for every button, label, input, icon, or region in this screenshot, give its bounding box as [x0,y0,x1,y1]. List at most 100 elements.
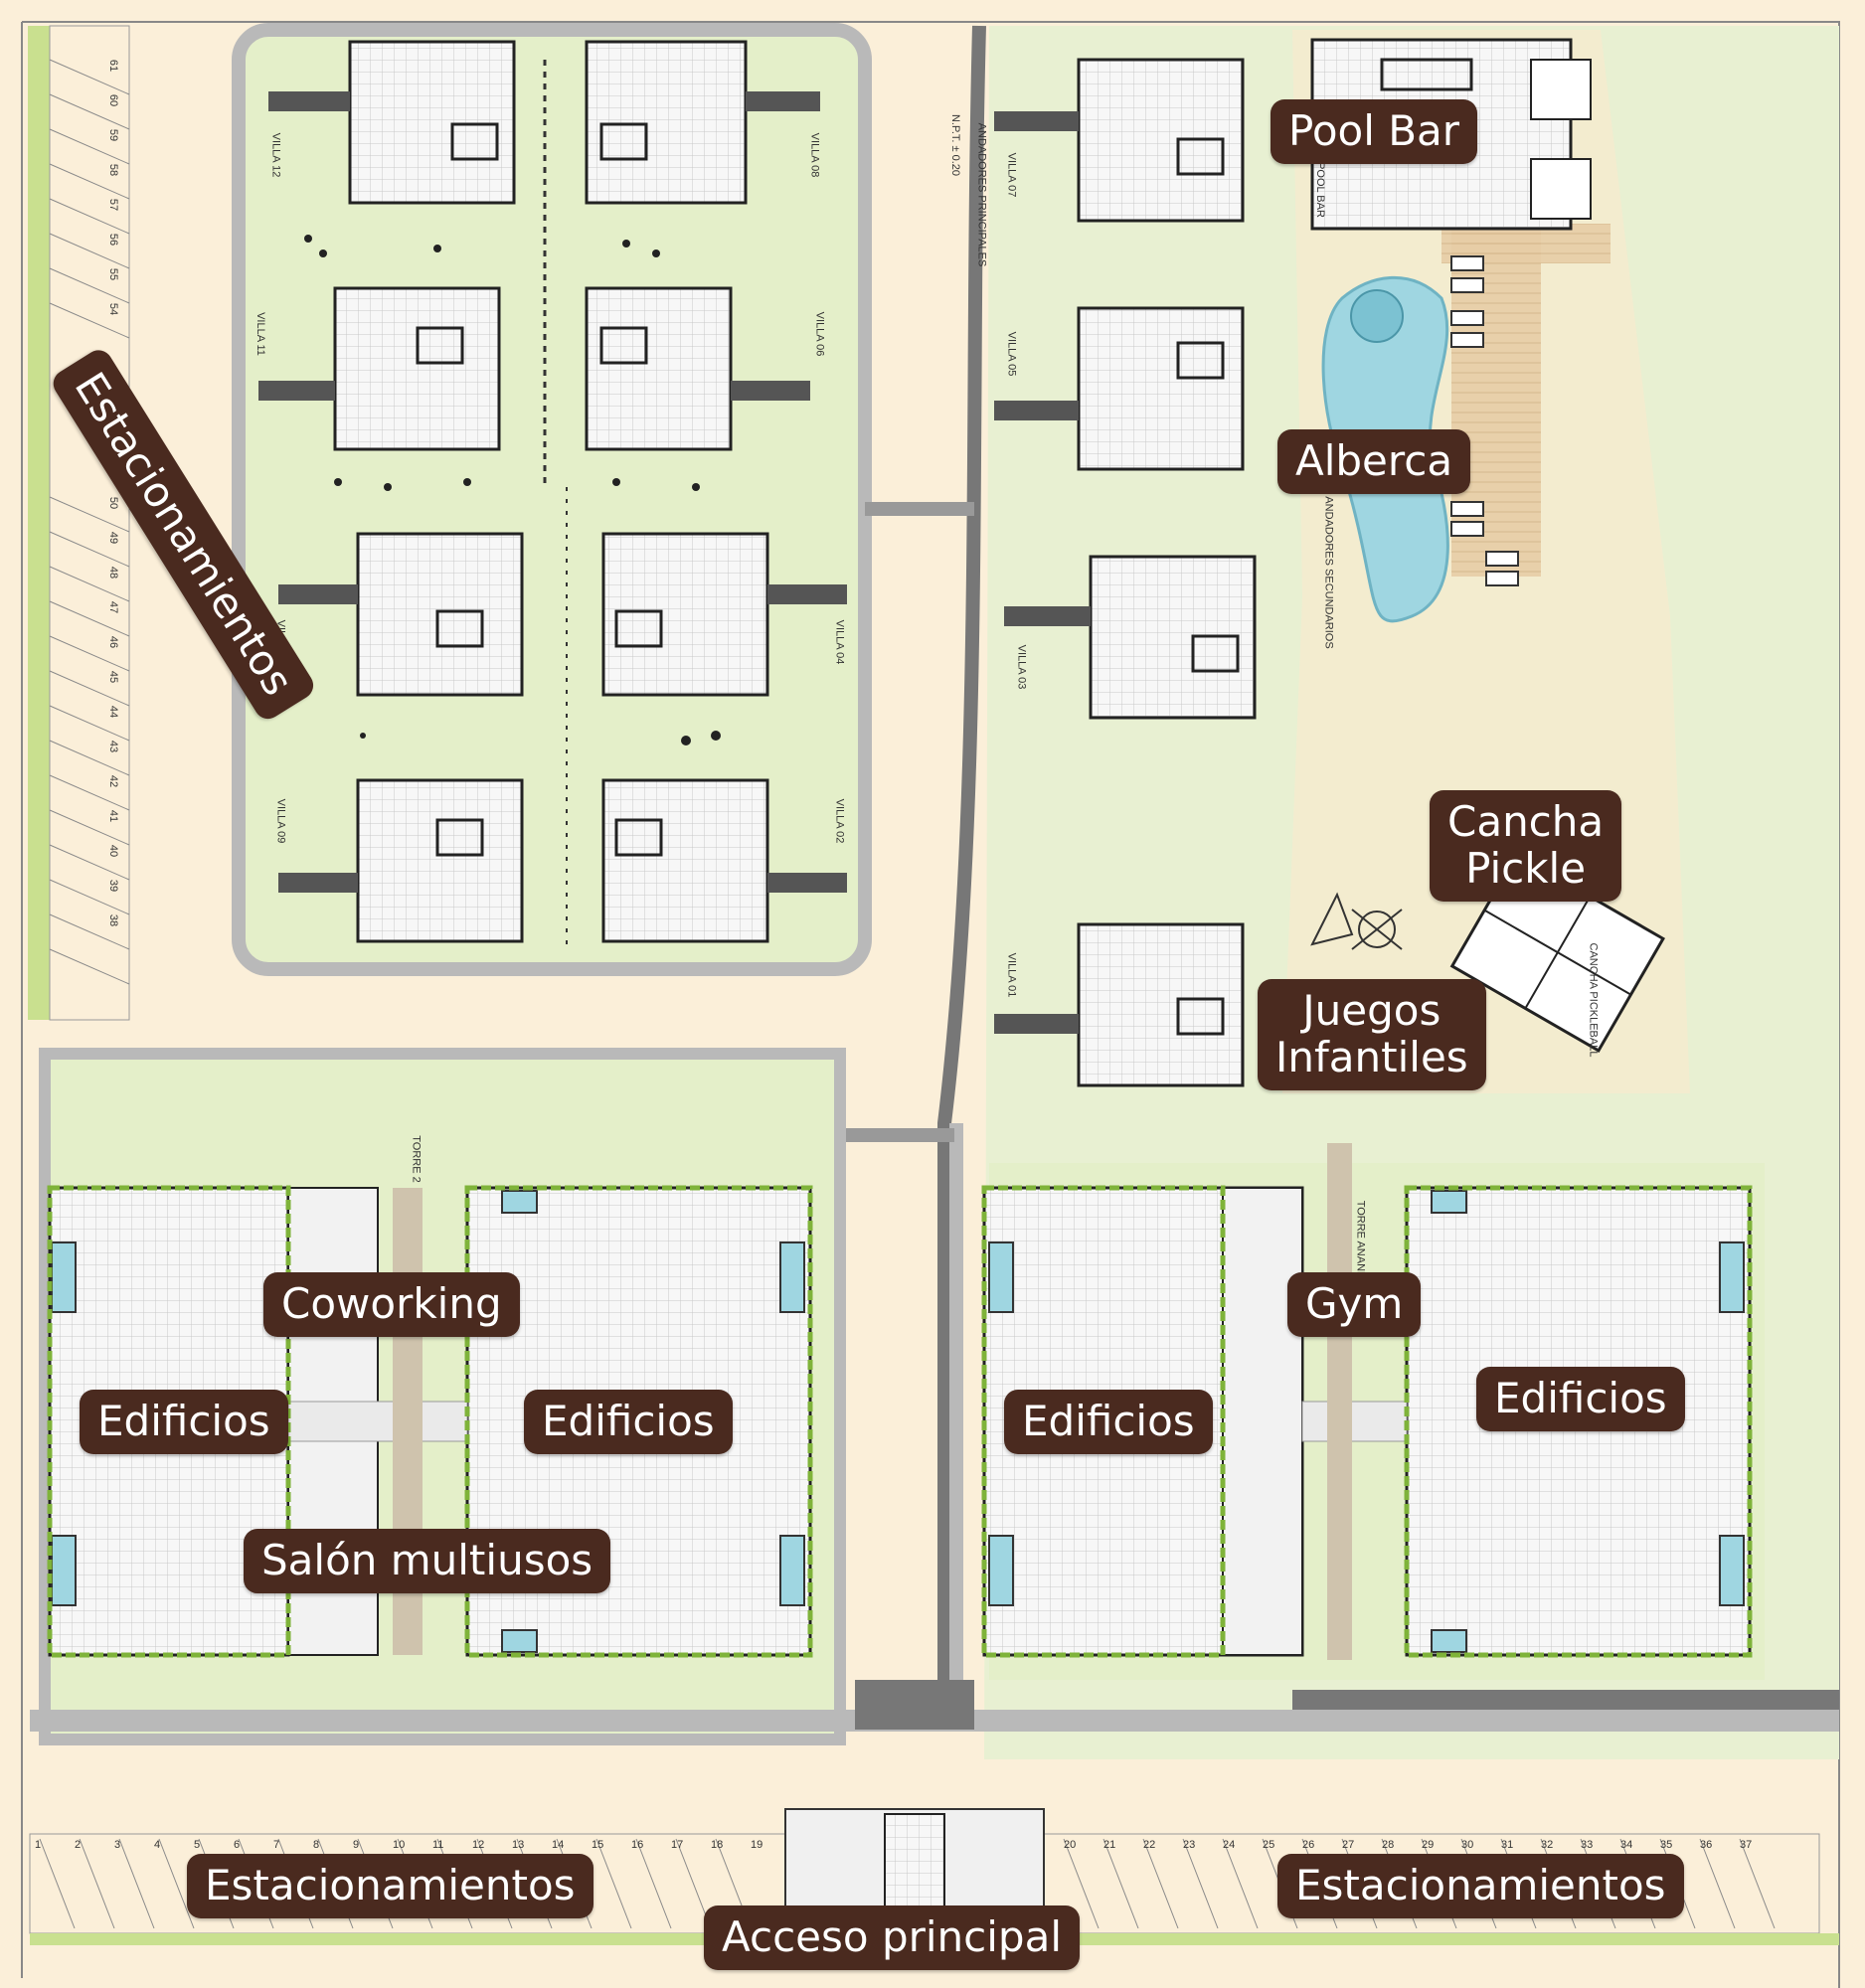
parking-number: 32 [1541,1839,1554,1851]
parking-number: 7 [273,1839,280,1851]
andadores-principales-label: ANDADORES PRINCIPALES [975,122,988,267]
label-gym: Gym [1287,1272,1422,1338]
parking-number: 29 [1422,1839,1435,1851]
parking-number: 24 [1223,1839,1236,1851]
right-walkway [1327,1143,1352,1660]
pool-bar-small-label: POOL BAR [1313,162,1326,218]
cross-road-upper [865,502,974,516]
parking-number: 9 [353,1839,360,1851]
playground [1310,892,1403,950]
loungers [1450,255,1519,586]
parking-number: 34 [1620,1839,1633,1851]
parking-number: 27 [1342,1839,1355,1851]
parking-number: 40 [107,844,120,858]
parking-number: 16 [631,1839,644,1851]
label-acceso-principal: Acceso principal [704,1905,1080,1971]
villa-02-label: VILLA 02 [833,798,846,844]
label-estacionamientos-bottom-left: Estacionamientos [187,1854,593,1919]
label-salon-multiusos: Salón multiusos [244,1529,611,1594]
right-plunge-pools [988,1190,1745,1653]
parking-number: 54 [107,302,120,316]
right-tower-core [1222,1187,1303,1656]
parking-number: 55 [107,267,120,281]
parking-number: 48 [107,566,120,580]
label-pool-bar: Pool Bar [1271,99,1478,165]
parking-number: 35 [1660,1839,1673,1851]
villa-03-label: VILLA 03 [1015,644,1028,690]
parking-number: 47 [107,600,120,614]
parking-number: 44 [107,705,120,719]
villa-04-label: VILLA 04 [833,619,846,665]
parking-number: 4 [154,1839,161,1851]
parking-number: 1 [35,1839,42,1851]
parking-number: 5 [194,1839,201,1851]
villa-12-label: VILLA 12 [269,132,282,178]
parking-number: 26 [1302,1839,1315,1851]
parking-number: 59 [107,128,120,142]
parking-number: 28 [1382,1839,1395,1851]
villa-interiors [416,122,1240,1036]
parking-number: 15 [592,1839,604,1851]
villa-11-label: VILLA 11 [254,312,266,356]
parking-number: 13 [512,1839,525,1851]
main-road [937,25,986,1730]
parking-number: 50 [107,496,120,510]
parking-number: 57 [107,198,120,212]
label-edificios-2: Edificios [524,1390,733,1455]
parking-number: 56 [107,233,120,247]
parking-number: 14 [552,1839,565,1851]
parking-number: 45 [107,670,120,684]
parking-number: 61 [107,59,120,73]
left-tower-bridge [287,1401,468,1442]
parking-number: 3 [114,1839,121,1851]
villa-08-label: VILLA 08 [808,132,821,178]
parking-number: 22 [1143,1839,1156,1851]
shrubs [304,235,721,746]
parking-number: 33 [1581,1839,1594,1851]
pool-island [1350,289,1404,343]
parking-number: 17 [671,1839,684,1851]
villa-05-label: VILLA 05 [1005,331,1018,377]
label-edificios-1: Edificios [80,1390,288,1455]
parking-number: 10 [393,1839,406,1851]
andadores-secundarios-label: ANDADORES SECUNDARIOS [1322,496,1335,649]
parking-number: 30 [1461,1839,1474,1851]
parking-number: 31 [1501,1839,1514,1851]
parking-number: 20 [1064,1839,1077,1851]
parking-number: 2 [75,1839,82,1851]
right-tower-bridge [1301,1401,1408,1442]
parking-number: 19 [751,1839,763,1851]
parking-number: 8 [313,1839,320,1851]
parking-number: 39 [107,879,120,893]
label-edificios-3: Edificios [1004,1390,1213,1455]
villa-06-label: VILLA 06 [813,311,826,357]
left-parking-area [49,25,130,1021]
parking-number: 12 [472,1839,485,1851]
parking-number: 42 [107,774,120,788]
label-alberca: Alberca [1277,429,1471,495]
parking-number: 46 [107,635,120,649]
villa-walkways [258,91,1091,1034]
label-edificios-4: Edificios [1476,1367,1685,1432]
parking-number: 25 [1263,1839,1275,1851]
left-parking-strip [28,26,50,1020]
left-plunge-pools [51,1190,805,1653]
cancha-pickleball-label: CANCHA PICKLEBALL [1587,942,1600,1058]
parking-number: 11 [432,1839,444,1851]
parking-number: 60 [107,93,120,107]
parking-number: 41 [107,809,120,823]
parking-number: 43 [107,740,120,753]
parking-number: 37 [1740,1839,1753,1851]
parking-number: 36 [1700,1839,1713,1851]
label-coworking: Coworking [263,1272,520,1338]
parking-number: 21 [1103,1839,1116,1851]
villa-09-label: VILLA 09 [274,798,287,844]
planter-borders [47,1185,1753,1658]
villa-01-label: VILLA 01 [1005,952,1018,998]
parking-number: 23 [1183,1839,1196,1851]
npt-label: N.P.T. ± 0.20 [949,113,962,177]
